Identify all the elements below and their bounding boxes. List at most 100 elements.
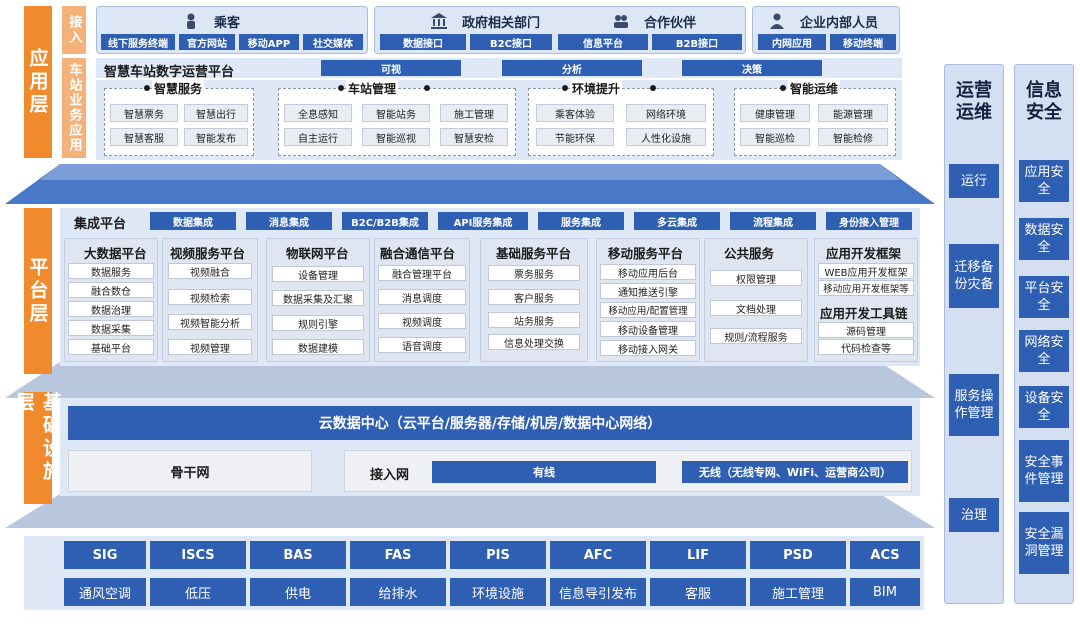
platform-item[interactable]: 文档处理 — [710, 300, 802, 316]
device-item[interactable]: 通风空调 — [64, 578, 146, 606]
app-item[interactable]: 智慧票务 — [110, 104, 178, 122]
integration-item[interactable]: 流程集成 — [730, 212, 816, 230]
cloud-datacenter-bar[interactable]: 云数据中心（云平台/服务器/存储/机房/数据中心网络） — [68, 406, 912, 440]
access-chip[interactable]: 社交媒体 — [303, 34, 363, 50]
decision-bar[interactable]: 决策 — [682, 60, 822, 76]
platform-item[interactable]: 基础平台 — [68, 339, 154, 355]
platform-item[interactable]: 设备管理 — [272, 266, 364, 282]
platform-item[interactable]: 代码检查等 — [818, 339, 914, 355]
platform-item[interactable]: 信息处理交换 — [488, 334, 580, 350]
app-item[interactable]: 自主运行 — [284, 128, 352, 146]
integration-item[interactable]: 数据集成 — [150, 212, 236, 230]
access-chip[interactable]: 数据接口 — [380, 34, 466, 50]
device-item[interactable]: AFC — [550, 541, 646, 569]
platform-item[interactable]: 规则/流程服务 — [710, 328, 802, 344]
access-chip[interactable]: B2B接口 — [652, 34, 742, 50]
platform-item[interactable]: 语音调度 — [378, 337, 466, 353]
platform-item[interactable]: 视频智能分析 — [168, 314, 252, 330]
platform-item[interactable]: 源码管理 — [818, 322, 914, 338]
security-item[interactable]: 平台安全 — [1019, 276, 1069, 318]
device-item[interactable]: PIS — [450, 541, 546, 569]
device-item[interactable]: 施工管理 — [750, 578, 846, 606]
device-item[interactable]: SIG — [64, 541, 146, 569]
security-item[interactable]: 网络安全 — [1019, 330, 1069, 372]
integration-item[interactable]: B2C/B2B集成 — [342, 212, 428, 230]
app-item[interactable]: 全息感知 — [284, 104, 352, 122]
ops-item[interactable]: 治理 — [949, 498, 999, 532]
device-item[interactable]: BIM — [850, 578, 920, 606]
app-item[interactable]: 智慧出行 — [184, 104, 248, 122]
platform-item[interactable]: 票务服务 — [488, 265, 580, 281]
platform-item[interactable]: 数据服务 — [68, 263, 154, 279]
access-chip[interactable]: 信息平台 — [558, 34, 648, 50]
app-item[interactable]: 能源管理 — [818, 104, 888, 122]
device-item[interactable]: 低压 — [150, 578, 246, 606]
device-item[interactable]: 信息导引发布 — [550, 578, 646, 606]
app-item[interactable]: 智慧安检 — [440, 128, 508, 146]
platform-item[interactable]: 数据治理 — [68, 301, 154, 317]
platform-item[interactable]: 视频检索 — [168, 289, 252, 305]
platform-item[interactable]: 站务服务 — [488, 312, 580, 328]
app-item[interactable]: 智能检修 — [818, 128, 888, 146]
app-item[interactable]: 节能环保 — [536, 128, 614, 146]
app-item[interactable]: 施工管理 — [440, 104, 508, 122]
app-item[interactable]: 智能站务 — [362, 104, 430, 122]
platform-item[interactable]: 融合数仓 — [68, 282, 154, 298]
device-item[interactable]: 客服 — [650, 578, 746, 606]
platform-item[interactable]: 数据采集及汇聚 — [272, 290, 364, 306]
platform-item[interactable]: 数据采集 — [68, 320, 154, 336]
platform-item[interactable]: 视频融合 — [168, 263, 252, 279]
integration-item[interactable]: 身份接入管理 — [826, 212, 912, 230]
security-item[interactable]: 安全漏洞管理 — [1019, 512, 1069, 574]
access-chip[interactable]: 移动APP — [239, 34, 299, 50]
security-item[interactable]: 安全事件管理 — [1019, 440, 1069, 502]
device-item[interactable]: LIF — [650, 541, 746, 569]
platform-item[interactable]: WEB应用开发框架 — [818, 263, 914, 279]
app-item[interactable]: 健康管理 — [740, 104, 810, 122]
wired-bar[interactable]: 有线 — [432, 461, 656, 483]
access-chip[interactable]: 内网应用 — [758, 34, 826, 50]
platform-item[interactable]: 通知推送引擎 — [600, 283, 696, 299]
security-item[interactable]: 应用安全 — [1019, 160, 1069, 202]
app-item[interactable]: 人性化设施 — [626, 128, 706, 146]
ops-item[interactable]: 迁移备份灾备 — [949, 244, 999, 308]
security-item[interactable]: 数据安全 — [1019, 218, 1069, 260]
access-chip[interactable]: 官方网站 — [179, 34, 235, 50]
device-item[interactable]: 环境设施 — [450, 578, 546, 606]
app-item[interactable]: 网络环境 — [626, 104, 706, 122]
device-item[interactable]: 给排水 — [350, 578, 446, 606]
access-chip[interactable]: 线下服务终端 — [101, 34, 175, 50]
analysis-bar[interactable]: 分析 — [502, 60, 642, 76]
integration-item[interactable]: 多云集成 — [634, 212, 720, 230]
security-item[interactable]: 设备安全 — [1019, 386, 1069, 428]
ops-item[interactable]: 运行 — [949, 164, 999, 198]
platform-item[interactable]: 移动应用/配置管理 — [600, 302, 696, 318]
platform-item[interactable]: 融合管理平台 — [378, 265, 466, 281]
integration-item[interactable]: API服务集成 — [438, 212, 528, 230]
platform-item[interactable]: 移动接入网关 — [600, 340, 696, 356]
app-item[interactable]: 智能巡检 — [740, 128, 810, 146]
app-item[interactable]: 智能巡视 — [362, 128, 430, 146]
access-chip[interactable]: 移动终端 — [830, 34, 896, 50]
access-chip[interactable]: B2C接口 — [470, 34, 552, 50]
platform-item[interactable]: 权限管理 — [710, 270, 802, 286]
device-item[interactable]: BAS — [250, 541, 346, 569]
app-item[interactable]: 乘客体验 — [536, 104, 614, 122]
platform-item[interactable]: 消息调度 — [378, 289, 466, 305]
device-item[interactable]: 供电 — [250, 578, 346, 606]
platform-item[interactable]: 移动应用后台 — [600, 264, 696, 280]
wireless-bar[interactable]: 无线（无线专网、WiFi、运营商公司） — [682, 461, 908, 483]
ops-item[interactable]: 服务操作管理 — [949, 374, 999, 436]
device-item[interactable]: ISCS — [150, 541, 246, 569]
platform-item[interactable]: 客户服务 — [488, 289, 580, 305]
integration-item[interactable]: 服务集成 — [538, 212, 624, 230]
device-item[interactable]: PSD — [750, 541, 846, 569]
backbone-network[interactable]: 骨干网 — [68, 450, 312, 492]
platform-item[interactable]: 移动应用开发框架等 — [818, 280, 914, 296]
app-item[interactable]: 智能发布 — [184, 128, 248, 146]
visual-bar[interactable]: 可视 — [321, 60, 461, 76]
device-item[interactable]: ACS — [850, 541, 920, 569]
app-item[interactable]: 智慧客服 — [110, 128, 178, 146]
integration-item[interactable]: 消息集成 — [246, 212, 332, 230]
platform-item[interactable]: 视频管理 — [168, 339, 252, 355]
